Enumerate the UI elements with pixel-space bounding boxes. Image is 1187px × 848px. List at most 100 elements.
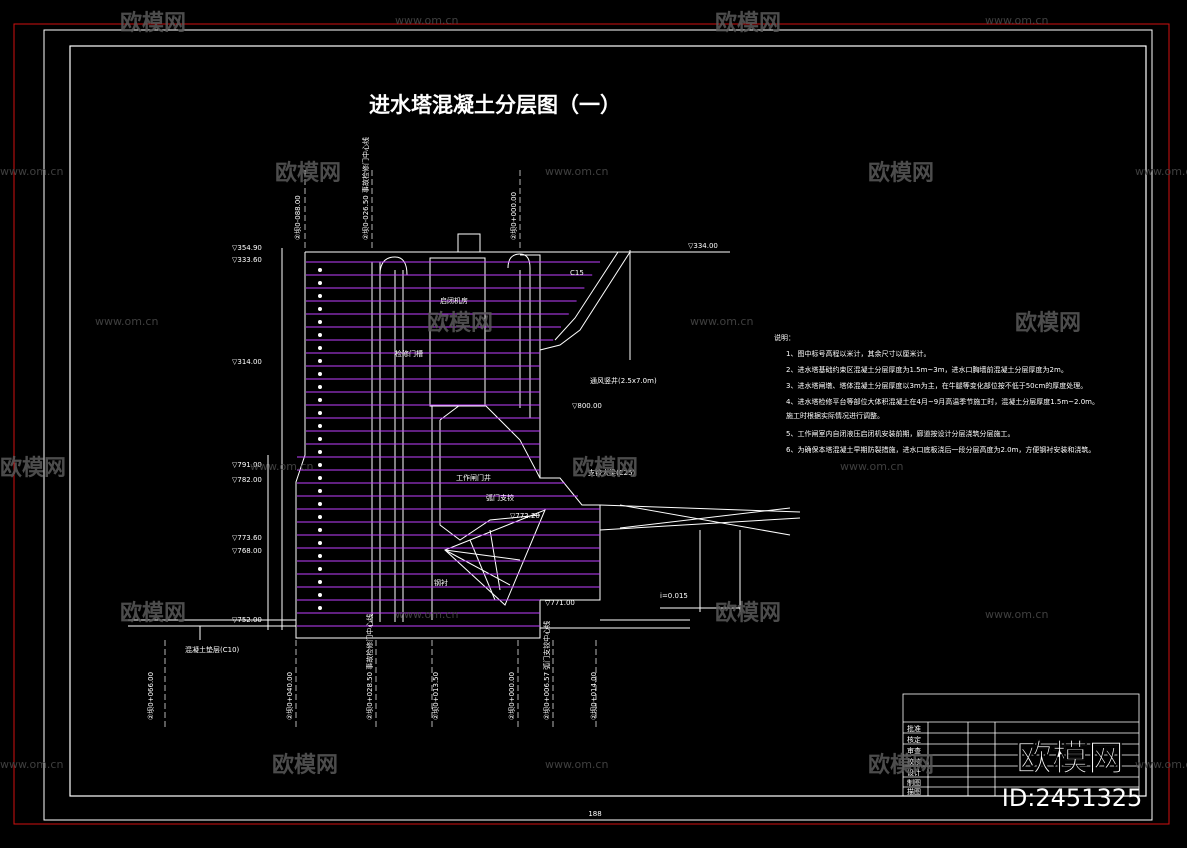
rebar-dot (318, 307, 322, 311)
tb-row-6: 制图 (907, 778, 921, 787)
watermark-url: www.om.cn (1135, 165, 1187, 178)
notes-heading: 说明： (774, 333, 795, 342)
elev-right-label: ▽800.00 (572, 402, 602, 410)
rebar-dot (318, 385, 322, 389)
rebar-dot (318, 424, 322, 428)
watermark-brand: 欧模网 (272, 752, 338, 778)
note-item-1: 1、图中标号高程以米计，其余尺寸以厘米计。 (786, 349, 930, 358)
rebar-dot (318, 554, 322, 558)
shaft-label: 检修门槽 (395, 349, 423, 358)
title-block (902, 693, 1140, 797)
drawing-frame-inner (69, 45, 1147, 797)
watermark-brand: 欧模网 (868, 160, 934, 186)
elev-label-5: ▽782.00 (232, 476, 262, 484)
rebar-label: 钢衬 (434, 578, 448, 587)
rebar-dot (318, 333, 322, 337)
rebar-dot (318, 437, 322, 441)
rebar-dot (318, 359, 322, 363)
rebar-dot (318, 476, 322, 480)
watermark-brand: 欧模网 (715, 600, 781, 626)
top-axis-labels: ②坝0-088.00 ②坝0-026.50 事故检修门中心线 ②坝0+000.0… (293, 137, 518, 240)
watermark-brand: 欧模网 (715, 10, 781, 36)
tb-row-7: 描图 (907, 787, 921, 796)
axis-label-bottom-3: ②坝0+028.50 事故检修门中心线 (365, 614, 374, 720)
note-item-4: 4、进水塔检修平台等部位大体积混凝土在4月~9月高温季节施工时，混凝土分层厚度1… (786, 397, 1099, 406)
note-item-6: 5、工作闸室内自闭液压启闭机安装前期，廊道按设计分层浇筑分层施工。 (786, 429, 1014, 438)
bottom-axis-labels: ②坝0+066.00 ②坝0+040.00 ②坝0+028.50 事故检修门中心… (146, 614, 598, 720)
rebar-dot (318, 294, 322, 298)
rebar-dot (318, 541, 322, 545)
watermark-url: www.om.cn (690, 315, 753, 328)
page-number: 188 (588, 810, 601, 818)
watermark-brand: 欧模网 (427, 310, 493, 336)
rebar-dot (318, 515, 322, 519)
watermark-url: www.om.cn (0, 758, 63, 771)
elev-label-3: ▽314.00 (232, 358, 262, 366)
axis-label-bottom-2: ②坝0+040.00 (285, 672, 294, 720)
note-item-5: 施工时根据实际情况进行调整。 (786, 411, 884, 420)
elev-label-1: ▽354.90 (232, 244, 262, 252)
gate-label: 工作闸门井 (456, 473, 491, 482)
elev-label-7: ▽768.00 (232, 547, 262, 555)
axis-label-bottom-1: ②坝0+066.00 (146, 672, 155, 720)
rebar-dots (318, 268, 322, 610)
rebar-dot (318, 528, 322, 532)
rebar-dot (318, 580, 322, 584)
room-label: 启闭机房 (440, 296, 468, 305)
rebar-dot (318, 567, 322, 571)
top-elevation-label: ▽334.00 (688, 242, 718, 250)
drawing-frame-outer (43, 29, 1153, 821)
title-block-rows: 批准 核定 审查 校核 设计 制图 描图 (907, 724, 921, 796)
vent-label: 通风竖井(2.5x7.0m) (590, 376, 657, 385)
outer-red-frame (13, 23, 1170, 825)
rebar-dot (318, 281, 322, 285)
watermark-url: www.om.cn (395, 14, 458, 27)
elev-bottom-label: ▽771.00 (545, 599, 575, 607)
rebar-dot (318, 411, 322, 415)
elev-label-4: ▽791.00 (232, 461, 262, 469)
watermark-url: www.om.cn (0, 165, 63, 178)
tb-row-1: 批准 (907, 724, 921, 733)
axis-label-top-1: ②坝0-088.00 (293, 195, 302, 240)
watermark-brand: 欧模网 (275, 160, 341, 186)
axis-label-bottom-4: ②坝0+013.50 (431, 672, 440, 720)
axis-label-top-3: ②坝0+000.00 (509, 192, 518, 240)
watermark-id: ID:2451325 (1002, 784, 1143, 812)
watermark-url: www.om.cn (1135, 758, 1187, 771)
rebar-dot (318, 398, 322, 402)
notes-block: 说明： 1、图中标号高程以米计，其余尺寸以厘米计。 2、进水塔基础约束区混凝土分… (774, 333, 1099, 454)
watermark-url: www.om.cn (395, 608, 458, 621)
drawing-title: 进水塔混凝土分层图（一） (369, 92, 621, 117)
watermark-url: www.om.cn (985, 14, 1048, 27)
rebar-dot (318, 268, 322, 272)
arc-gate-label: 弧门支铰 (486, 493, 514, 502)
watermark-brand: 欧模网 (120, 600, 186, 626)
left-elevation-labels: ▽354.90 ▽333.60 ▽314.00 ▽791.00 ▽782.00 … (232, 244, 262, 624)
watermark-url: www.om.cn (840, 460, 903, 473)
concrete-grade-label: C15 (570, 269, 584, 277)
watermark-url: www.om.cn (985, 608, 1048, 621)
axis-label-bottom-7: ②坝0+014.00 (589, 672, 598, 720)
title-block-logo-watermark: 欧模网 (1016, 738, 1124, 779)
note-item-7: 6、为确保本塔混凝土早期防裂措施，进水口底板浇后一段分层高度为2.0m，方便钢衬… (786, 445, 1095, 454)
rebar-dot (318, 489, 322, 493)
watermark-brand: 欧模网 (868, 752, 934, 778)
watermark-url: www.om.cn (250, 460, 313, 473)
elev-label-8: ▽752.00 (232, 616, 262, 624)
watermark-brand: 欧模网 (572, 455, 638, 481)
watermark-brand: 欧模网 (120, 10, 186, 36)
tb-row-5: 设计 (907, 768, 921, 777)
rebar-dot (318, 502, 322, 506)
intake-tower-section (128, 233, 801, 640)
watermark-brand: 欧模网 (1015, 310, 1081, 336)
note-item-2: 2、进水塔基础约束区混凝土分层厚度为1.5m~3m，进水口胸墙前混凝土分层厚度为… (786, 365, 1068, 374)
trunnion-label: 支铰大梁(C25) (588, 468, 636, 477)
elev-label-2: ▽333.60 (232, 256, 262, 264)
rebar-dot (318, 463, 322, 467)
centerlines (164, 170, 597, 730)
rebar-dot (318, 320, 322, 324)
tb-row-2: 核定 (907, 735, 921, 744)
concrete-layer-lines (297, 261, 600, 627)
elev-mid-label: ▽772.20 (510, 512, 540, 520)
